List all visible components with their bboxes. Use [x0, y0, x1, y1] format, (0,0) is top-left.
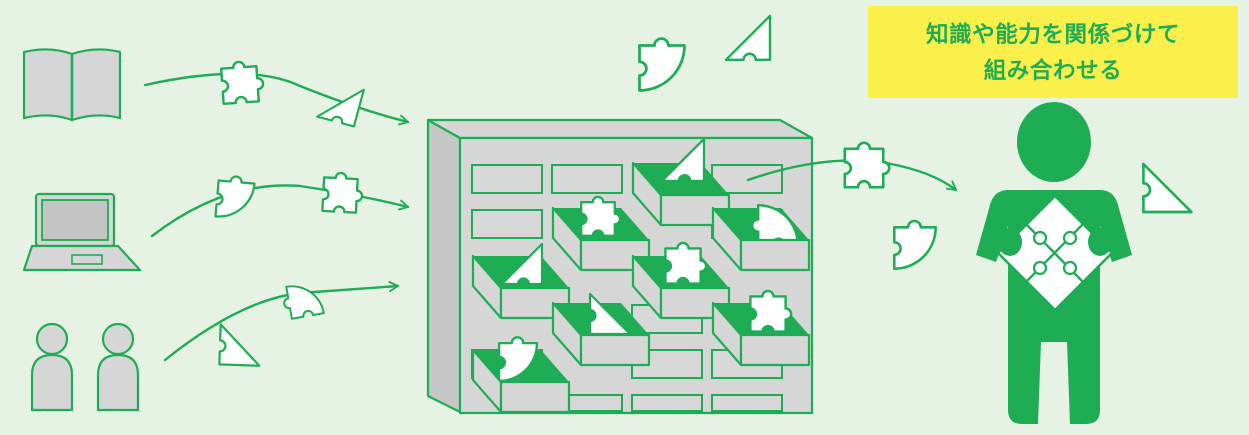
quarter-circle-puzzle-piece-icon — [893, 219, 937, 270]
square-puzzle-piece-icon — [321, 170, 365, 215]
book-icon — [22, 48, 122, 122]
square-puzzle-piece-icon — [749, 289, 793, 333]
caption-box: 知識や能力を関係づけて 組み合わせる — [868, 6, 1238, 98]
caption-line-2: 組み合わせる — [984, 57, 1123, 84]
quarter-circle-puzzle-piece-icon — [638, 37, 686, 92]
flow-arrow-books — [143, 72, 410, 126]
people-icon — [30, 322, 140, 412]
drawer-cabinet-icon — [426, 118, 814, 415]
person-holding-puzzle-icon — [976, 102, 1132, 424]
quarter-circle-puzzle-piece-icon — [214, 173, 257, 221]
triangle-puzzle-piece-icon — [724, 14, 772, 62]
quarter-circle-puzzle-piece-icon — [280, 280, 325, 321]
square-puzzle-piece-icon — [843, 141, 891, 189]
open-drawer — [711, 289, 811, 367]
open-drawer — [551, 195, 651, 272]
open-drawer — [631, 137, 731, 227]
open-drawer — [711, 203, 811, 272]
open-drawer — [471, 336, 571, 414]
triangle-puzzle-piece-icon — [316, 78, 365, 128]
flow-arrow-laptop — [150, 184, 410, 238]
laptop-icon — [22, 192, 142, 272]
open-drawer — [551, 292, 651, 367]
triangle-puzzle-piece-icon — [218, 323, 262, 367]
square-puzzle-piece-icon — [580, 195, 622, 237]
flow-arrow-people — [163, 281, 400, 362]
triangle-puzzle-piece-icon — [1142, 162, 1193, 214]
square-puzzle-piece-icon — [219, 59, 266, 105]
caption-line-1: 知識や能力を関係づけて — [926, 21, 1180, 48]
square-puzzle-piece-icon — [664, 241, 708, 285]
